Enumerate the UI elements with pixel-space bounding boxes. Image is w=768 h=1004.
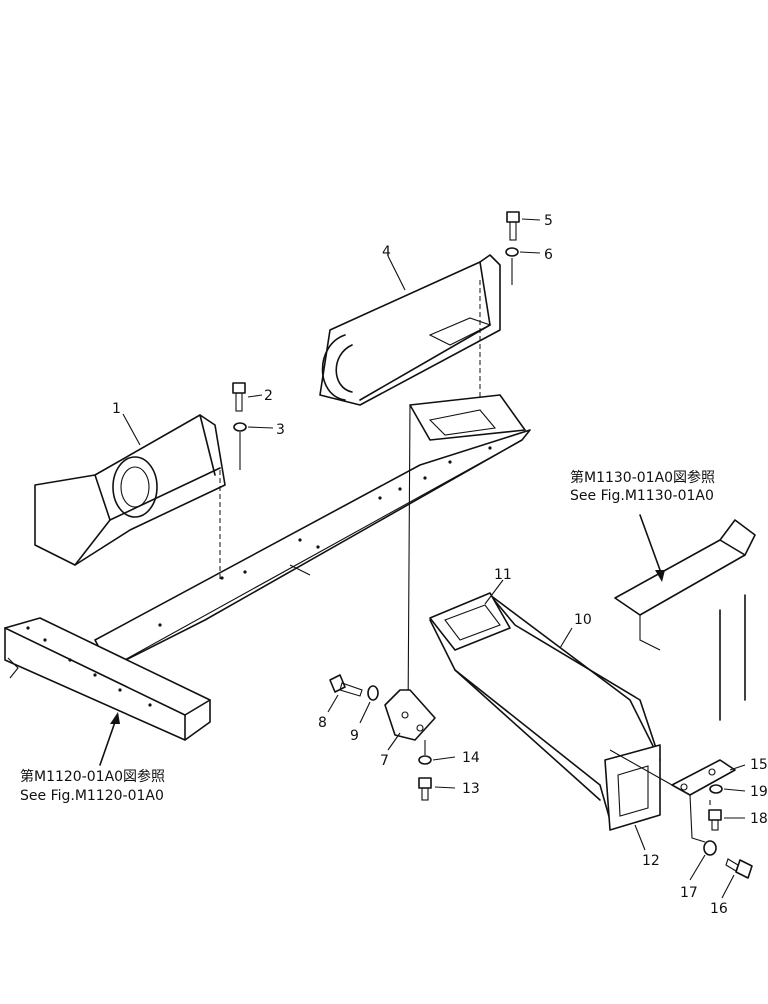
part-label-9: 9 bbox=[350, 728, 359, 744]
part-label-4: 4 bbox=[382, 244, 391, 260]
bolt-5 bbox=[506, 211, 520, 241]
washer-6 bbox=[505, 247, 519, 257]
part-label-18: 18 bbox=[750, 811, 768, 827]
washer-3 bbox=[233, 422, 247, 432]
part-label-17: 17 bbox=[680, 885, 698, 901]
duct-part-10 bbox=[429, 592, 661, 831]
right-frame bbox=[614, 519, 756, 721]
reference-note-left-jp: 第M1120-01A0図参照 bbox=[20, 768, 165, 785]
bracket-15 bbox=[671, 759, 736, 796]
bolt-13 bbox=[418, 777, 432, 801]
part-label-14: 14 bbox=[462, 750, 480, 766]
reference-note-right-en: See Fig.M1130-01A0 bbox=[570, 488, 714, 504]
reference-arrow-left bbox=[99, 712, 120, 766]
part-label-15: 15 bbox=[750, 757, 768, 773]
reference-note-left-en: See Fig.M1120-01A0 bbox=[20, 788, 164, 804]
part-label-5: 5 bbox=[544, 213, 553, 229]
part-label-7: 7 bbox=[380, 753, 389, 769]
leader-lines bbox=[122, 218, 746, 899]
washer-19 bbox=[709, 784, 723, 794]
part-label-16: 16 bbox=[710, 901, 728, 917]
part-label-10: 10 bbox=[574, 612, 592, 628]
bracket-7 bbox=[384, 689, 436, 741]
part-label-19: 19 bbox=[750, 784, 768, 800]
part-label-2: 2 bbox=[264, 388, 273, 404]
bolt-18 bbox=[708, 809, 722, 831]
duct-part-4 bbox=[319, 254, 501, 411]
bolt-2 bbox=[232, 382, 246, 412]
mount-plate bbox=[407, 394, 526, 721]
part-label-8: 8 bbox=[318, 715, 327, 731]
reference-note-right-jp: 第M1130-01A0図参照 bbox=[570, 469, 715, 486]
part-label-13: 13 bbox=[462, 781, 480, 797]
cross-beam-left bbox=[4, 617, 211, 741]
washer-17 bbox=[703, 840, 717, 856]
bolt-8 bbox=[329, 674, 363, 697]
part-label-11: 11 bbox=[494, 567, 512, 583]
duct-part-1 bbox=[34, 414, 226, 580]
part-label-6: 6 bbox=[544, 247, 553, 263]
reference-arrow-right bbox=[639, 514, 665, 582]
washer-14 bbox=[418, 755, 432, 765]
washer-9 bbox=[367, 685, 379, 701]
part-label-1: 1 bbox=[112, 401, 121, 417]
bolt-16 bbox=[725, 858, 753, 879]
guide-lines bbox=[239, 258, 711, 843]
part-label-3: 3 bbox=[276, 422, 285, 438]
part-label-12: 12 bbox=[642, 853, 660, 869]
